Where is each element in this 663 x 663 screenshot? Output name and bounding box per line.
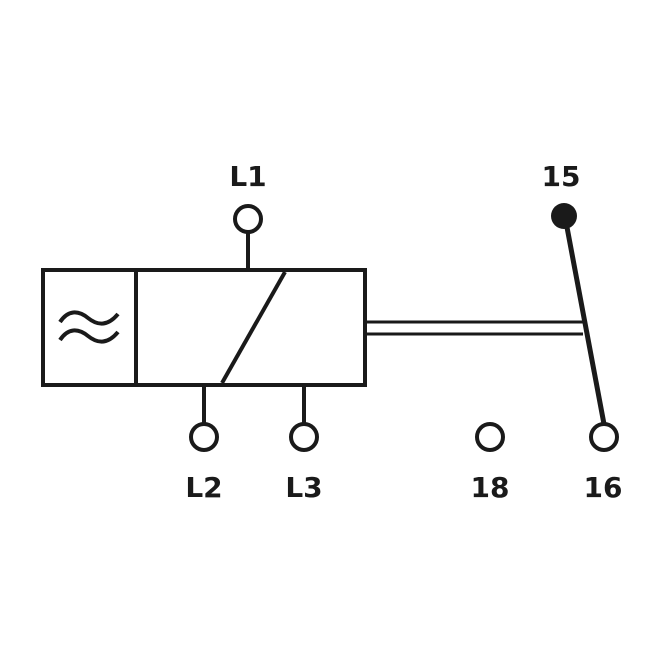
label-15: 15 bbox=[542, 160, 581, 193]
relay-housing bbox=[41, 268, 367, 387]
label-18: 18 bbox=[471, 471, 510, 504]
label-l2: L2 bbox=[185, 471, 222, 504]
terminal-l1 bbox=[233, 204, 263, 234]
terminal-15 bbox=[551, 203, 577, 229]
contact-arm bbox=[563, 221, 607, 425]
label-16: 16 bbox=[584, 471, 623, 504]
ac-supply-icon bbox=[58, 310, 120, 344]
terminal-16 bbox=[589, 422, 619, 452]
terminal-l3 bbox=[289, 422, 319, 452]
coil-diagonal bbox=[220, 271, 287, 384]
terminal-l2 bbox=[189, 422, 219, 452]
label-l3: L3 bbox=[285, 471, 322, 504]
terminal-18 bbox=[475, 422, 505, 452]
label-l1: L1 bbox=[229, 160, 266, 193]
